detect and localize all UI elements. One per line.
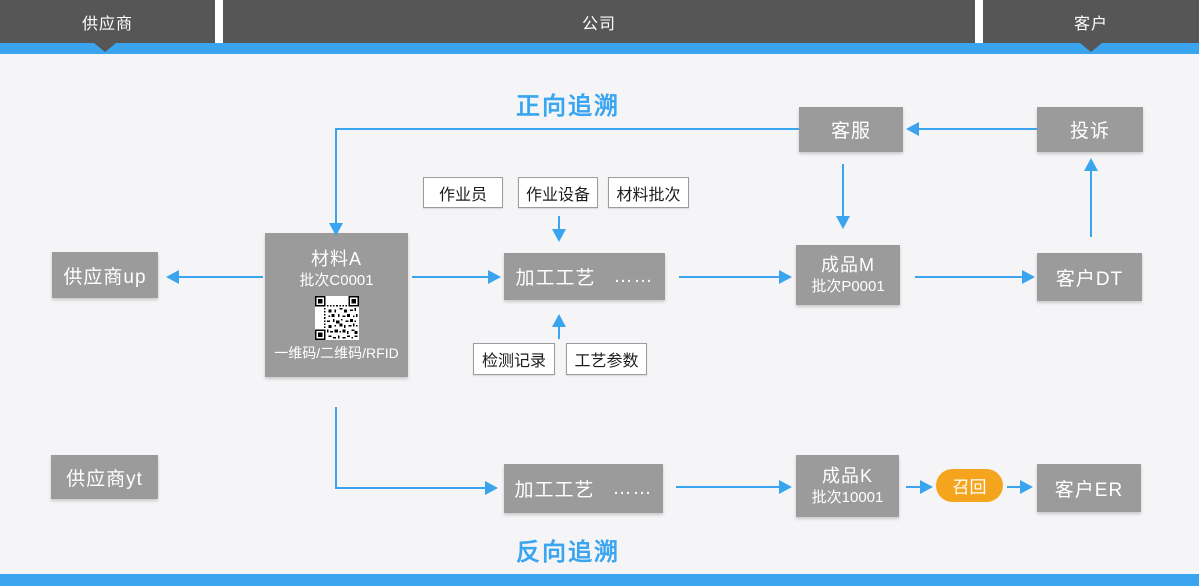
tag-inspection-record-label: 检测记录: [481, 353, 546, 370]
header-label-company: 公司: [581, 15, 616, 33]
arrow-service-to-material-vline: [335, 128, 337, 223]
product-k-title: 成品K: [821, 465, 873, 486]
tag-process-parameters: 工艺参数: [566, 343, 647, 375]
backward-trace-title: 反向追溯: [516, 539, 620, 566]
arrow-material-to-supplier-up-head: [166, 270, 179, 284]
header-notch-supplier-icon: [94, 43, 116, 52]
product-m-title: 成品M: [821, 254, 875, 275]
header-segment-company: 公司: [223, 0, 975, 43]
arrow-tags-to-process-down-head: [552, 229, 566, 242]
complaint-label: 投诉: [1069, 121, 1110, 142]
header-label-supplier: 供应商: [81, 15, 133, 33]
arrow-records-to-process-up-line: [558, 327, 560, 339]
arrow-service-to-material-hline: [336, 128, 799, 130]
arrow-dt-to-complaint-line: [1090, 171, 1092, 237]
customer-er-label: 客户ER: [1054, 479, 1124, 501]
tag-operator-label: 作业员: [438, 186, 487, 204]
node-customer-er: 客户ER: [1037, 464, 1141, 512]
arrow-product-m-to-dt-head: [1022, 270, 1035, 284]
node-supplier-yt: 供应商yt: [51, 455, 158, 499]
material-a-code-caption: 一维码/二维码/RFID: [274, 345, 399, 362]
header-notch-customer-icon: [1080, 43, 1102, 52]
arrow-process-to-product-m-head: [779, 270, 792, 284]
tag-inspection-record: 检测记录: [473, 343, 555, 375]
arrow-process-to-product-k-head: [779, 480, 792, 494]
node-material-a: 材料A 批次C0001 一维码/二维码/RFID: [265, 233, 408, 377]
arrow-material-to-process-bottom-hline: [335, 487, 485, 489]
node-process-top: 加工工艺 ……: [504, 253, 665, 300]
process-bottom-ellipsis: ……: [612, 477, 653, 499]
recall-badge: 召回: [936, 469, 1003, 502]
arrow-dt-to-complaint-head: [1084, 158, 1098, 171]
arrow-tags-to-process-down-line: [558, 216, 560, 229]
node-complaint: 投诉: [1037, 107, 1143, 152]
tag-equipment: 作业设备: [518, 177, 598, 208]
arrow-material-to-process-line: [412, 276, 488, 278]
node-product-m: 成品M 批次P0001: [796, 245, 900, 305]
customer-service-label: 客服: [830, 121, 871, 142]
tag-equipment-label: 作业设备: [525, 186, 590, 204]
bottom-blue-bar: [0, 574, 1199, 586]
top-blue-bar: [0, 43, 1199, 54]
header-segment-customer: 客户: [983, 0, 1199, 43]
node-supplier-up: 供应商up: [52, 252, 158, 298]
arrow-material-to-process-head: [488, 270, 501, 284]
tag-operator: 作业员: [423, 177, 503, 208]
node-product-k: 成品K 批次10001: [796, 455, 899, 517]
arrow-product-k-to-recall-head: [920, 480, 933, 494]
arrow-product-k-to-recall-line: [906, 486, 920, 488]
node-process-bottom: 加工工艺 ……: [504, 464, 663, 513]
material-a-title: 材料A: [310, 248, 362, 269]
product-k-batch: 批次10001: [811, 489, 884, 507]
recall-label: 召回: [952, 478, 987, 497]
arrow-service-to-product-m-line: [842, 164, 844, 216]
arrow-process-to-product-m-line: [679, 276, 779, 278]
process-top-label: 加工工艺: [515, 268, 596, 289]
forward-trace-title: 正向追溯: [516, 93, 620, 120]
qr-code-icon: [314, 296, 359, 341]
process-top-ellipsis: ……: [613, 265, 654, 287]
arrow-recall-to-er-head: [1020, 480, 1033, 494]
arrow-service-to-product-m-head: [836, 216, 850, 229]
supplier-up-label: 供应商up: [63, 266, 147, 288]
arrow-product-m-to-dt-line: [915, 276, 1022, 278]
material-a-batch: 批次C0001: [299, 272, 374, 290]
header-label-customer: 客户: [1073, 15, 1108, 33]
tag-material-batch-label: 材料批次: [616, 186, 681, 204]
arrow-material-to-supplier-up-line: [179, 276, 263, 278]
node-customer-dt: 客户DT: [1037, 253, 1142, 301]
arrow-records-to-process-up-head: [552, 314, 566, 327]
tag-material-batch: 材料批次: [608, 177, 689, 208]
arrow-material-to-process-bottom-vline: [335, 407, 337, 488]
arrow-service-to-material-head: [329, 223, 343, 236]
tag-process-parameters-label: 工艺参数: [574, 353, 639, 370]
arrow-complaint-to-service-head: [906, 122, 919, 136]
supplier-yt-label: 供应商yt: [66, 468, 143, 490]
product-m-batch: 批次P0001: [811, 278, 885, 296]
header-segment-supplier: 供应商: [0, 0, 215, 43]
arrow-complaint-to-service-line: [919, 128, 1037, 130]
customer-dt-label: 客户DT: [1055, 268, 1124, 290]
arrow-material-to-process-bottom-head: [485, 481, 498, 495]
arrow-process-to-product-k-line: [676, 486, 779, 488]
arrow-recall-to-er-line: [1007, 486, 1020, 488]
process-bottom-label: 加工工艺: [514, 480, 595, 501]
node-customer-service: 客服: [799, 107, 903, 152]
